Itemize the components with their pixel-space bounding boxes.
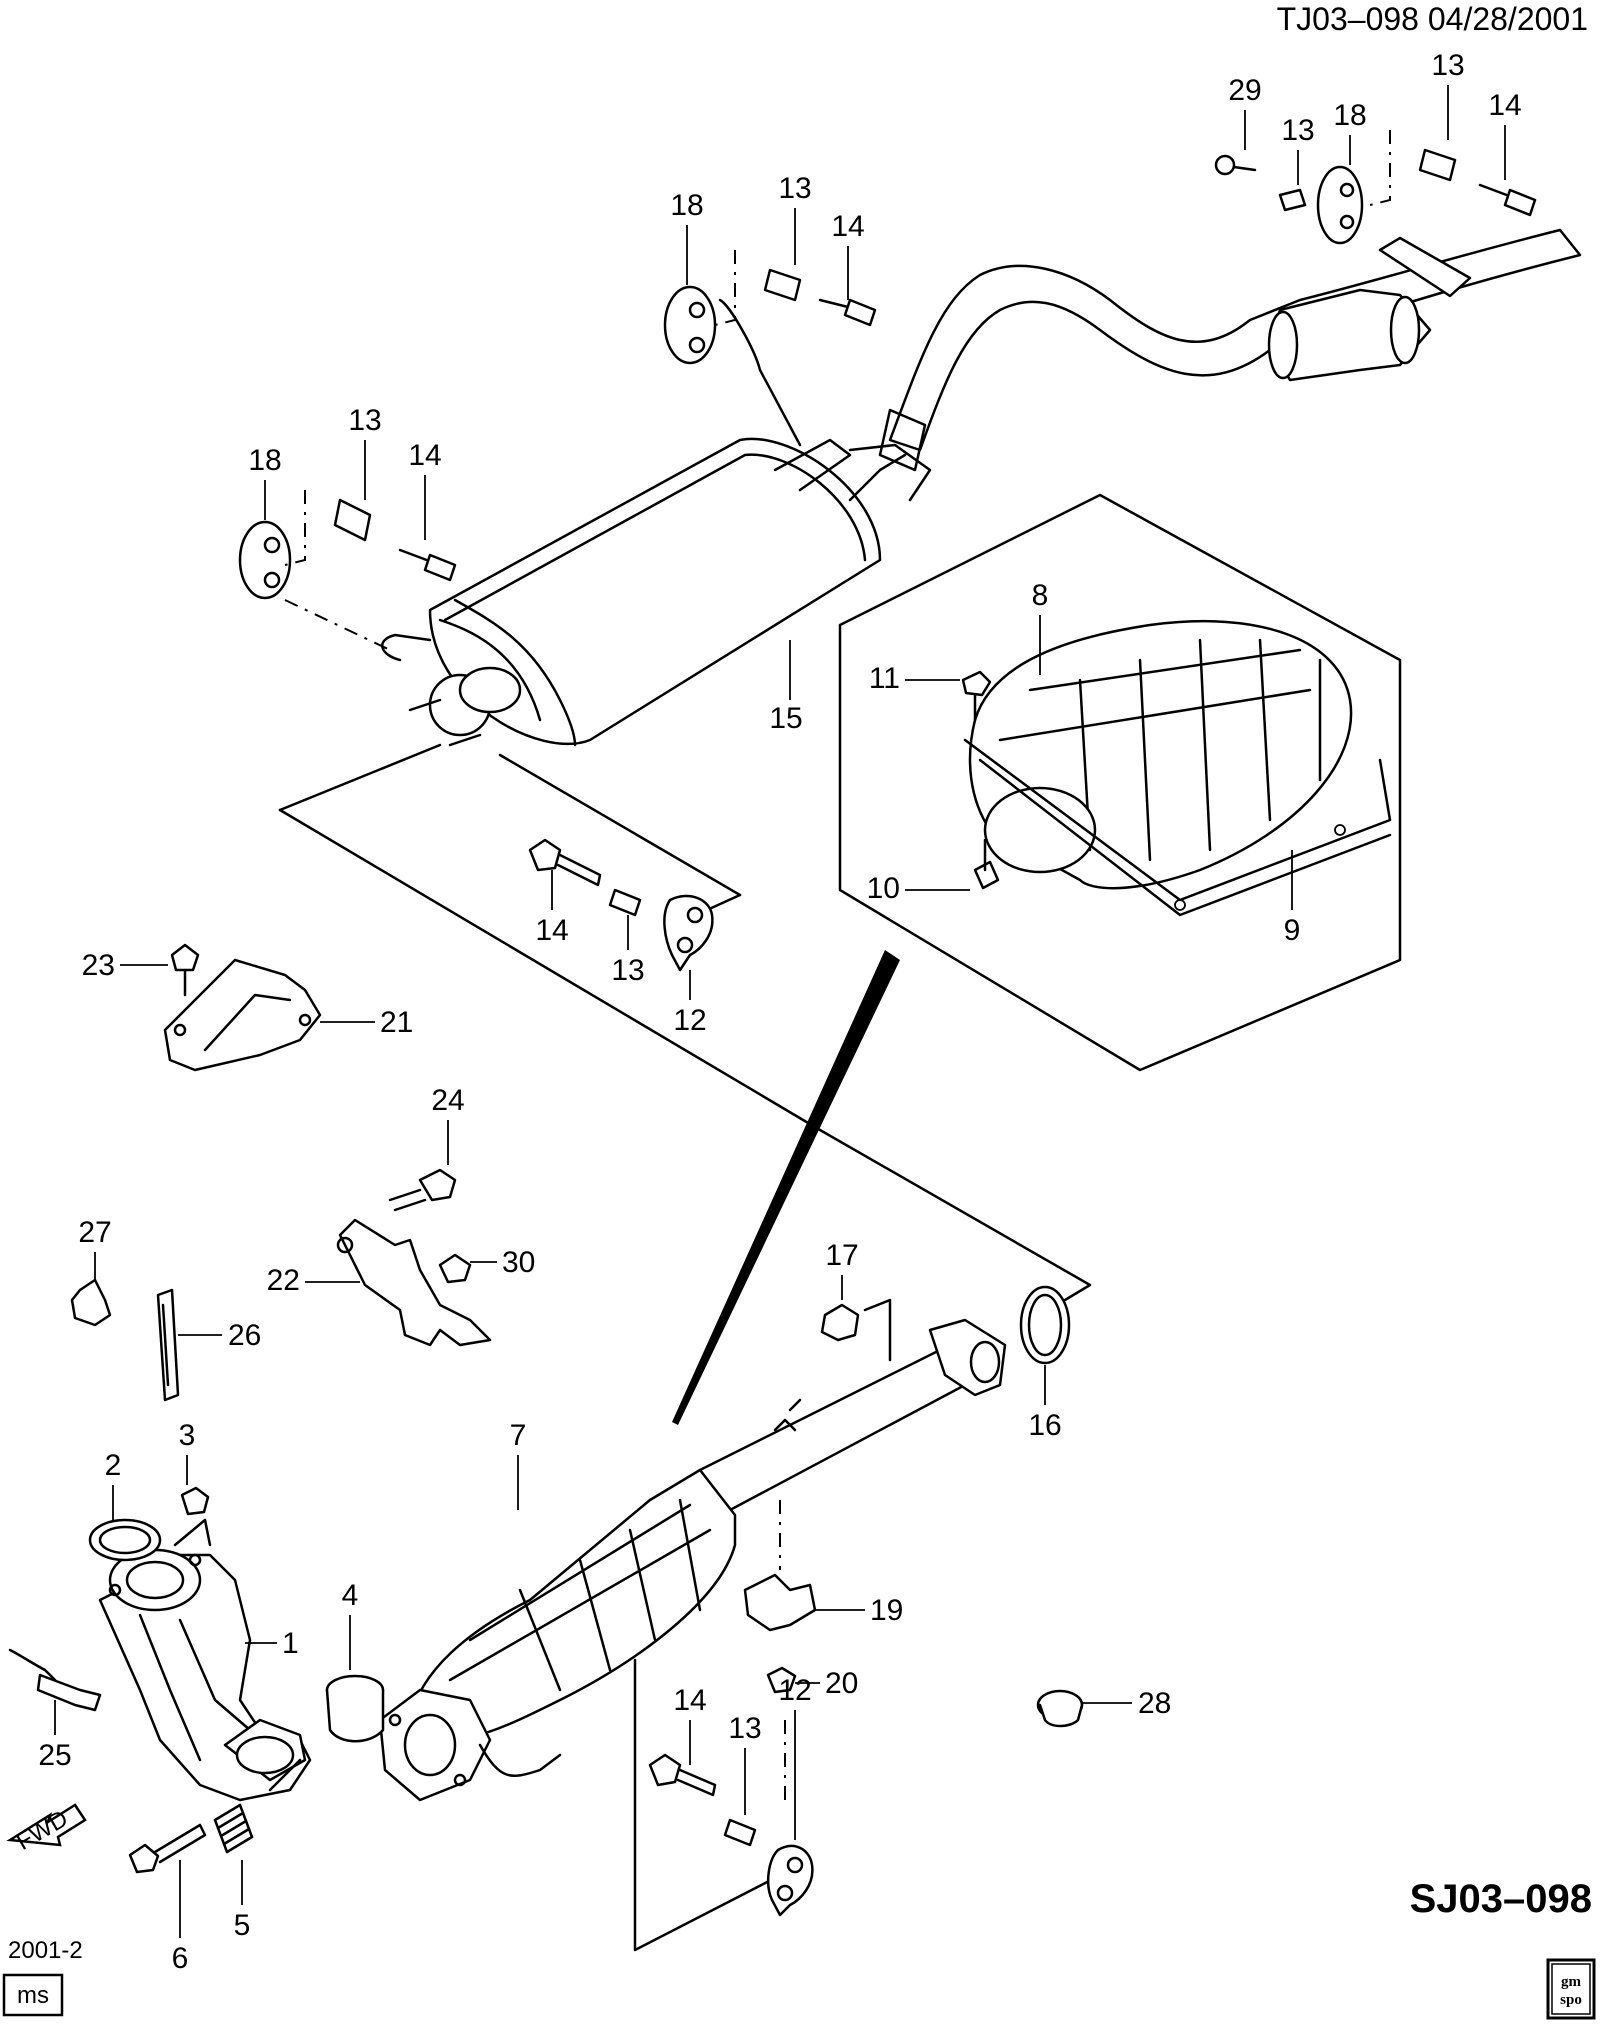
callout-13: 13: [728, 1712, 761, 1745]
plug-part-28: [1036, 1689, 1084, 1728]
callout-6: 6: [172, 1942, 189, 1975]
callout-18: 18: [670, 189, 703, 222]
callout-9: 9: [1284, 914, 1301, 947]
callout-29: 29: [1228, 74, 1261, 107]
callout-16: 16: [1028, 1409, 1061, 1442]
logo-gm: gm: [1561, 1974, 1582, 1990]
callout-17: 17: [825, 1239, 858, 1272]
callout-14: 14: [408, 439, 441, 472]
callout-25: 25: [38, 1739, 71, 1772]
header-code-date: TJ03–098 04/28/2001: [1277, 1, 1588, 37]
callout-12: 12: [673, 1004, 706, 1037]
strap-part-26: [156, 1288, 180, 1402]
diagram-code: SJ03–098: [1410, 1877, 1592, 1921]
callout-12: 12: [778, 1674, 811, 1707]
callout-13: 13: [778, 172, 811, 205]
bracket-part-21: [163, 943, 322, 1072]
callout-4: 4: [342, 1579, 359, 1612]
callout-26: 26: [228, 1319, 261, 1352]
callout-28: 28: [1138, 1687, 1171, 1720]
muffler-part-15: [381, 298, 907, 747]
nut-part-3: [180, 1486, 210, 1516]
ms-label: ms: [17, 1982, 49, 2009]
ms-box: ms: [2, 1973, 64, 2017]
revision-code: 2001-2: [8, 1937, 83, 1964]
clip-part-27: [70, 1278, 112, 1327]
callout-14: 14: [673, 1684, 706, 1717]
hanger-group-left: [238, 490, 457, 651]
callout-3: 3: [179, 1419, 196, 1452]
callout-13: 13: [1281, 114, 1314, 147]
detail-pointer-wedge: [672, 950, 900, 1425]
gm-spo-logo: gm spo: [1546, 1958, 1596, 2020]
callout-15: 15: [769, 702, 802, 735]
gasket-part-16: [1019, 1285, 1071, 1365]
front-pipe-converter-part-7: [378, 1318, 1007, 1802]
nut-part-17: [820, 1303, 860, 1342]
converter-detail-inset: [838, 493, 1402, 1072]
bolt-part-6: [128, 1823, 207, 1874]
callout-24: 24: [431, 1084, 464, 1117]
callout-27: 27: [78, 1216, 111, 1249]
hanger-bracket-part-19: [743, 1500, 817, 1694]
callout-14: 14: [831, 210, 864, 243]
callout-19: 19: [870, 1594, 903, 1627]
callout-5: 5: [234, 1909, 251, 1942]
callout-21: 21: [380, 1006, 413, 1039]
callout-18: 18: [248, 444, 281, 477]
callout-11: 11: [869, 662, 900, 695]
tailpipe-assembly: [848, 228, 1582, 502]
spring-part-5: [213, 1803, 254, 1854]
callout-2: 2: [105, 1449, 122, 1482]
hardware-group-bottom: [648, 1753, 814, 1917]
forward-direction-arrow: FWD: [6, 1803, 87, 1856]
oxygen-sensor-part-25: [8, 1648, 102, 1712]
manifold-converter-part-1: [98, 1548, 312, 1802]
callout-14: 14: [1488, 89, 1521, 122]
callout-8: 8: [1032, 579, 1049, 612]
callout-23: 23: [82, 949, 115, 982]
callout-18: 18: [1333, 99, 1366, 132]
fwd-label: FWD: [12, 1805, 73, 1856]
gasket-part-2: [88, 1518, 162, 1562]
hardware-group-middle: [528, 838, 714, 972]
callout-30: 30: [502, 1246, 535, 1279]
callout-13: 13: [611, 954, 644, 987]
callout-1: 1: [282, 1627, 299, 1660]
callout-20: 20: [825, 1667, 858, 1700]
hanger-group-middle: [663, 250, 877, 365]
bracket-part-22: [336, 1168, 492, 1347]
callout-13: 13: [348, 404, 381, 437]
callout-22: 22: [267, 1264, 300, 1297]
callout-13: 13: [1431, 49, 1464, 82]
callout-14: 14: [535, 914, 568, 947]
callout-10: 10: [867, 872, 900, 905]
hanger-group-right: [1214, 130, 1537, 245]
callout-7: 7: [510, 1419, 527, 1452]
logo-spo: spo: [1560, 1992, 1582, 2008]
seal-part-4: [325, 1674, 385, 1743]
